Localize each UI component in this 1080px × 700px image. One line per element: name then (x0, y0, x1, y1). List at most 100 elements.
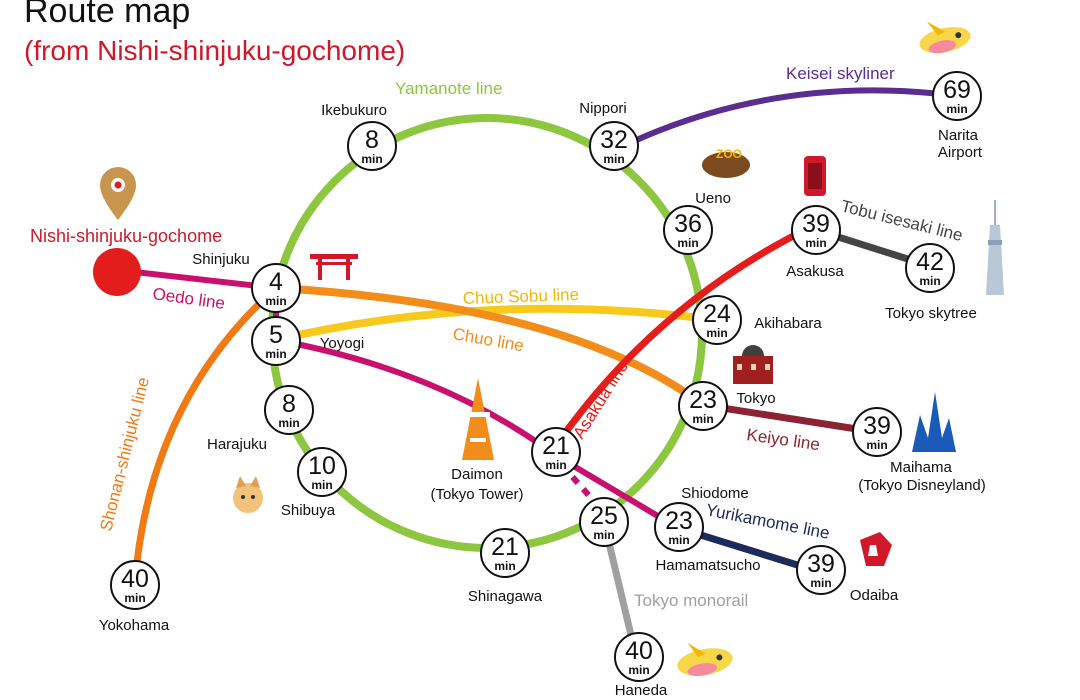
plane-icon (919, 21, 971, 54)
station-unit: min (946, 102, 967, 116)
station-minutes: 8 (282, 390, 296, 418)
page-subtitle: (from Nishi-shinjuku-gochome) (24, 35, 405, 66)
station-unit: min (603, 152, 624, 166)
plane-icon (677, 642, 733, 677)
station-name-narita-1: Narita (938, 127, 979, 144)
station-name-narita-2: Airport (938, 144, 983, 161)
station-tokyo[interactable]: 23 min (678, 381, 728, 431)
station-unit: min (919, 274, 940, 288)
station-minutes: 23 (665, 507, 693, 535)
station-minutes: 5 (269, 321, 283, 349)
station-name-skytree: Tokyo skytree (885, 305, 977, 322)
asakusa-line-label: Asakua line (569, 358, 632, 443)
oedo-line-label: Oedo line (151, 284, 226, 313)
chuo-sobu-line-label: Chuo Sobu line (462, 285, 579, 308)
station-unit: min (494, 559, 515, 573)
station-name-yokohama: Yokohama (99, 617, 170, 634)
station-name-harajuku: Harajuku (207, 436, 267, 453)
station-unit: min (311, 478, 332, 492)
station-ikebukuro[interactable]: 8 min (347, 121, 397, 171)
station-asakusa[interactable]: 39 min (791, 205, 841, 255)
station-harajuku[interactable]: 8 min (264, 385, 314, 435)
station-name-asakusa: Asakusa (786, 263, 844, 280)
station-haneda[interactable]: 40 min (614, 632, 664, 682)
station-unit: min (810, 576, 831, 590)
station-yokohama[interactable]: 40 min (110, 560, 160, 610)
station-unit: min (668, 533, 689, 547)
station-unit: min (677, 236, 698, 250)
chuo-line-label: Chuo line (451, 324, 525, 355)
oedo-line-south (275, 337, 557, 458)
station-skytree[interactable]: 42 min (905, 243, 955, 293)
station-minutes: 10 (308, 452, 336, 480)
station-minutes: 39 (802, 210, 830, 238)
monorail-line-label: Tokyo monorail (634, 591, 748, 610)
station-maihama[interactable]: 39 min (852, 407, 902, 457)
station-name-maihama-2: (Tokyo Disneyland) (858, 477, 986, 494)
station-name-shinjuku: Shinjuku (192, 251, 250, 268)
station-hamamatsucho[interactable]: 25 min (579, 497, 629, 547)
station-unit: min (628, 663, 649, 677)
dog-icon (233, 476, 263, 513)
station-narita[interactable]: 69 min (932, 71, 982, 121)
station-name-akihabara: Akihabara (754, 315, 822, 332)
station-name-nippori: Nippori (579, 100, 627, 117)
zoo-icon: ZOO (702, 147, 750, 178)
station-nippori[interactable]: 32 min (589, 121, 639, 171)
station-unit: min (278, 416, 299, 430)
station-name-ikebukuro: Ikebukuro (321, 102, 387, 119)
station-minutes: 39 (863, 412, 891, 440)
origin-label: Nishi-shinjuku-gochome (30, 226, 222, 246)
tokyo-tower-icon (462, 378, 494, 460)
station-name-shinagawa: Shinagawa (468, 588, 543, 605)
station-unit: min (866, 438, 887, 452)
keiyo-line (702, 401, 877, 436)
torii-gate-icon (310, 254, 358, 280)
station-name-maihama-1: Maihama (890, 459, 952, 476)
station-daimon[interactable]: 21 min (531, 427, 581, 477)
station-akihabara[interactable]: 24 min (692, 295, 742, 345)
station-yoyogi[interactable]: 5 min (251, 316, 301, 366)
station-minutes: 21 (542, 432, 570, 460)
station-name-odaiba: Odaiba (850, 587, 899, 604)
asakusa-line (557, 221, 817, 443)
tokyo-station-icon (733, 345, 773, 384)
station-unit: min (265, 347, 286, 361)
kaminarimon-icon (804, 156, 826, 196)
station-minutes: 4 (269, 268, 283, 296)
station-minutes: 36 (674, 210, 702, 238)
station-unit: min (805, 236, 826, 250)
station-minutes: 23 (689, 386, 717, 414)
chuo-line (275, 284, 706, 409)
station-name-hamamatsucho: Hamamatsucho (655, 557, 760, 574)
station-shinjuku[interactable]: 4 min (251, 263, 301, 313)
station-unit: min (593, 528, 614, 542)
station-unit: min (545, 458, 566, 472)
station-unit: min (124, 591, 145, 605)
station-shiodome[interactable]: 23 min (654, 502, 704, 552)
gundam-icon (860, 532, 892, 566)
oedo-line-west (116, 267, 277, 291)
page-title: Route map (24, 0, 190, 30)
castle-icon (912, 392, 956, 452)
origin-marker (93, 248, 141, 296)
station-shibuya[interactable]: 10 min (297, 447, 347, 497)
keisei-line-label: Keisei skyliner (786, 64, 895, 83)
station-name-tokyo: Tokyo (736, 390, 775, 407)
station-shinagawa[interactable]: 21 min (480, 528, 530, 578)
shonan-shinjuku-line (131, 285, 279, 583)
yurikamome-line-label: Yurikamome line (704, 500, 831, 543)
station-minutes: 24 (703, 300, 731, 328)
location-pin-icon (100, 167, 136, 220)
station-minutes: 8 (365, 126, 379, 154)
station-ueno[interactable]: 36 min (663, 205, 713, 255)
station-minutes: 25 (590, 502, 618, 530)
station-unit: min (265, 294, 286, 308)
station-minutes: 39 (807, 550, 835, 578)
skytree-icon (986, 200, 1004, 295)
station-unit: min (692, 412, 713, 426)
station-unit: min (706, 326, 727, 340)
station-odaiba[interactable]: 39 min (796, 545, 846, 595)
svg-text:ZOO: ZOO (716, 147, 742, 161)
